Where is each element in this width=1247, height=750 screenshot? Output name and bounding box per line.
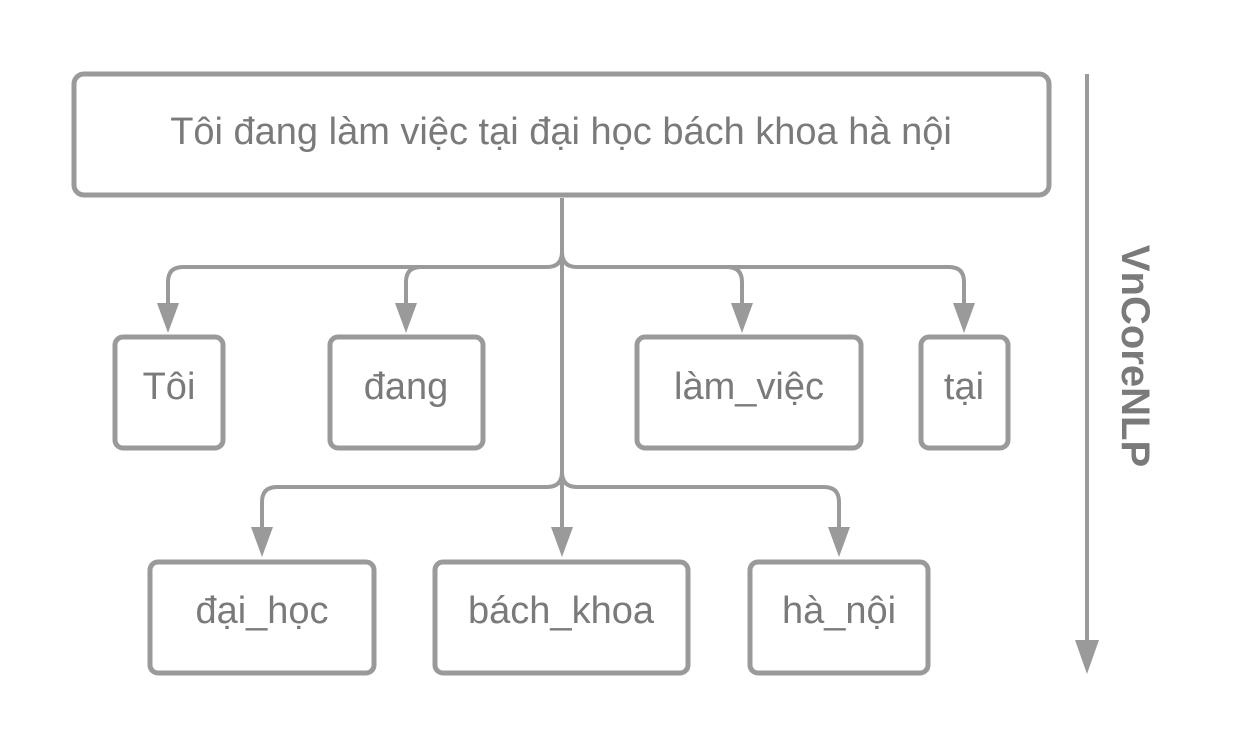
token-text: đang bbox=[364, 366, 449, 408]
branch-connector-row1-right bbox=[560, 251, 966, 308]
arrow-head-dang bbox=[395, 303, 417, 333]
token-text: bách_khoa bbox=[468, 590, 655, 632]
token-text: hà_nội bbox=[782, 590, 896, 632]
process-arrow-head bbox=[1075, 640, 1099, 674]
branch-connector-row1-left bbox=[166, 251, 564, 308]
token-text: làm_việc bbox=[674, 366, 824, 408]
arrow-head-daihoc bbox=[251, 527, 273, 557]
token-box-toi: Tôi bbox=[112, 334, 226, 451]
tool-label: VnCoreNLP bbox=[1113, 245, 1157, 467]
token-box-dang: đang bbox=[327, 334, 486, 451]
branch-connector-row2-right bbox=[560, 471, 841, 532]
sentence-text: Tôi đang làm việc tại đại học bách khoa … bbox=[170, 111, 952, 153]
token-box-lamviec: làm_việc bbox=[634, 334, 864, 451]
token-box-daihoc: đại_học bbox=[147, 559, 377, 676]
arrow-head-lamviec bbox=[731, 303, 753, 333]
sentence-box: Tôi đang làm việc tại đại học bách khoa … bbox=[71, 71, 1052, 198]
token-box-tai: tại bbox=[918, 334, 1011, 451]
arrow-head-toi bbox=[157, 303, 179, 333]
branch-connector-row2-left bbox=[260, 471, 564, 532]
arrow-head-bachkhoa bbox=[551, 527, 573, 557]
token-text: đại_học bbox=[195, 590, 328, 632]
branch-connector-row1-dang bbox=[404, 265, 422, 308]
connectors bbox=[157, 198, 975, 557]
token-box-bachkhoa: bách_khoa bbox=[432, 559, 691, 676]
token-text: tại bbox=[944, 366, 984, 408]
token-text: Tôi bbox=[143, 366, 196, 408]
branch-connector-row1-lamviec bbox=[726, 265, 744, 308]
arrow-head-tai bbox=[953, 303, 975, 333]
token-box-hanoi: hà_nội bbox=[747, 559, 931, 676]
arrow-head-hanoi bbox=[828, 527, 850, 557]
process-arrow bbox=[1075, 74, 1099, 674]
